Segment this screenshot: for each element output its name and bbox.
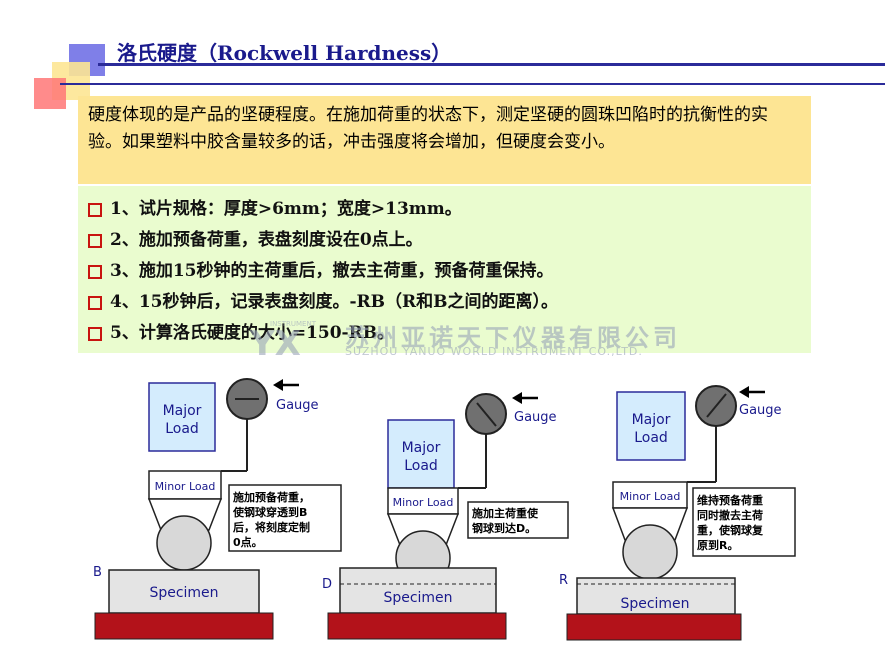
note-line: 施加主荷重使 [472, 506, 539, 520]
watermark-name: 苏州亚诺天下仪器有限公司 [345, 324, 681, 352]
checkbox-icon [88, 233, 102, 248]
watermark: YX INSTRUMENT 苏州亚诺天下仪器有限公司 SUZHOU YANUO … [250, 318, 677, 364]
minor-load-label: Minor Load [620, 490, 681, 503]
major-load-label-2: Load [404, 458, 438, 474]
note-box [692, 487, 796, 557]
checkbox-icon [88, 264, 102, 279]
steel-ball [156, 515, 212, 571]
steel-ball [622, 524, 678, 580]
major-load-box [616, 391, 686, 461]
note-line: 维持预备荷重 [697, 493, 763, 507]
diagram-recovery: Major Load Gauge Minor Load Specimen R 维… [559, 385, 796, 641]
major-load-box [387, 419, 455, 489]
note-line: 后，将刻度定制 [233, 520, 310, 534]
gauge-arrowhead [512, 392, 522, 404]
step-text: 5、计算洛氏硬度的大小=150-RB。 [110, 323, 395, 343]
gauge-label: Gauge [739, 403, 782, 418]
specimen-label: Specimen [383, 590, 452, 606]
point-label: D [322, 577, 332, 592]
diagram-preload: Major Load Gauge Minor Load Specimen B 施… [93, 378, 342, 640]
checkbox-icon [88, 326, 102, 341]
note-line: 同时撤去主荷 [697, 508, 763, 522]
gauge-label: Gauge [276, 398, 319, 413]
gauge-needle [476, 402, 497, 427]
note-line: 原到R。 [697, 538, 738, 552]
base-plate [566, 613, 742, 641]
step-text: 4、15秒钟后，记录表盘刻度。-RB（R和B之间的距离）。 [110, 292, 559, 312]
point-label: B [93, 565, 102, 580]
note-box [467, 501, 569, 539]
list-item: 1、试片规格：厚度>6mm；宽度>13mm。 [88, 194, 801, 225]
gauge-needle [706, 393, 727, 418]
page-title: 洛氏硬度（Rockwell Hardness） [117, 41, 452, 65]
note-line: 钢球到达D。 [472, 521, 536, 535]
minor-load-label: Minor Load [155, 480, 216, 493]
list-item: 5、计算洛氏硬度的大小=150-RB。 [88, 318, 801, 349]
specimen-label: Specimen [149, 585, 218, 601]
watermark-small: INSTRUMENT [270, 320, 316, 328]
diagram-major-load: Major Load Gauge Minor Load Specimen D 施… [322, 392, 569, 640]
checkbox-icon [88, 295, 102, 310]
title-underline [98, 63, 885, 66]
step-text: 2、施加预备荷重，表盘刻度设在0点上。 [110, 230, 423, 250]
major-load-label-2: Load [165, 421, 199, 437]
note-line: 使钢球穿透到B [232, 505, 307, 519]
list-item: 3、施加15秒钟的主荷重后，撤去主荷重，预备荷重保持。 [88, 256, 801, 287]
step-text: 1、试片规格：厚度>6mm；宽度>13mm。 [110, 199, 462, 219]
major-load-label-1: Major [163, 403, 202, 419]
major-load-box [148, 382, 216, 452]
gauge-arrowhead [739, 386, 749, 398]
base-plate [327, 612, 507, 640]
minor-load-box [148, 470, 222, 500]
specimen-block [108, 569, 260, 614]
step-list: 1、试片规格：厚度>6mm；宽度>13mm。 2、施加预备荷重，表盘刻度设在0点… [78, 186, 811, 353]
checkbox-icon [88, 202, 102, 217]
list-item: 4、15秒钟后，记录表盘刻度。-RB（R和B之间的距离）。 [88, 287, 801, 318]
specimen-label: Specimen [620, 596, 689, 612]
list-item: 2、施加预备荷重，表盘刻度设在0点上。 [88, 225, 801, 256]
point-label: R [559, 573, 568, 588]
gauge-arrowhead [273, 379, 283, 391]
title-underline-2 [60, 83, 885, 85]
specimen-block [339, 567, 497, 614]
step-text: 3、施加15秒钟的主荷重后，撤去主荷重，预备荷重保持。 [110, 261, 554, 281]
note-box [228, 484, 342, 552]
gauge-label: Gauge [514, 410, 557, 425]
major-load-label-2: Load [634, 430, 668, 446]
note-line: 施加预备荷重， [233, 490, 310, 504]
major-load-label-1: Major [402, 440, 441, 456]
base-plate [94, 612, 274, 640]
note-line: 重，使钢球复 [697, 523, 764, 537]
major-load-label-1: Major [632, 412, 671, 428]
intro-paragraph: 硬度体现的是产品的坚硬程度。在施加荷重的状态下，测定坚硬的圆珠凹陷时的抗衡性的实… [78, 96, 811, 184]
minor-load-label: Minor Load [393, 496, 454, 509]
note-line: 0点。 [233, 535, 263, 549]
watermark-logo: YX [250, 324, 301, 364]
watermark-sub: SUZHOU YANUO WORLD INSTRUMENT CO.,LTD. [345, 345, 643, 358]
